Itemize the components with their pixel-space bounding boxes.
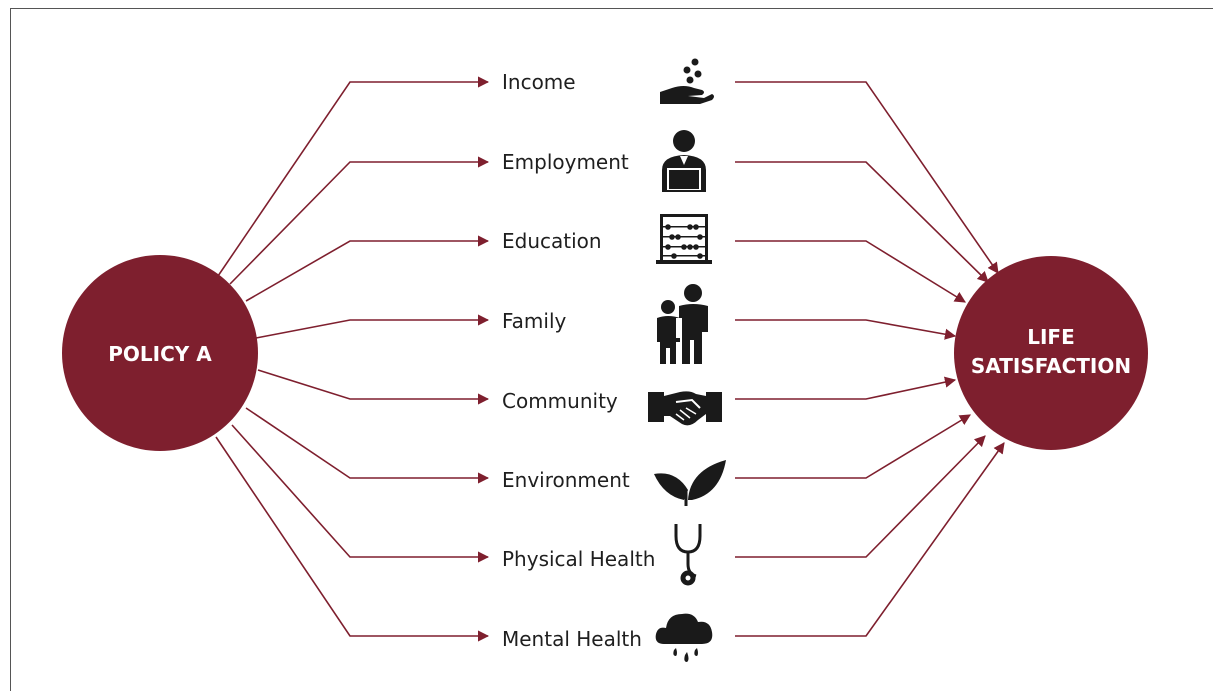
factor-label-income: Income (502, 70, 576, 94)
life-satisfaction-node: LIFE SATISFACTION (954, 256, 1148, 450)
arrow-policy-to-income (217, 76, 490, 277)
policy-a-label: POLICY A (108, 342, 212, 366)
arrow-policy-to-education (245, 235, 490, 302)
arrow-physical-health-to-life-satisfaction (735, 435, 986, 558)
arrow-mental-health-to-life-satisfaction (735, 442, 1005, 637)
hand-coins-icon (660, 58, 714, 104)
diagram-frame (10, 8, 1213, 691)
arrow-employment-to-life-satisfaction (735, 161, 989, 283)
arrow-environment-to-life-satisfaction (735, 414, 971, 479)
arrow-policy-to-family (255, 314, 490, 339)
arrow-policy-to-employment (229, 156, 490, 285)
factor-label-family: Family (502, 309, 567, 333)
leaves-icon (654, 460, 726, 506)
factor-label-mental-health: Mental Health (502, 627, 642, 651)
life-satisfaction-label-line1: LIFE (1027, 325, 1075, 349)
arrow-policy-to-mental-health (215, 436, 490, 642)
stethoscope-icon (674, 524, 702, 586)
rain-cloud-icon (655, 613, 713, 662)
factor-label-physical-health: Physical Health (502, 547, 655, 571)
arrow-community-to-life-satisfaction (735, 376, 957, 400)
factor-label-education: Education (502, 229, 602, 253)
life-satisfaction-label-line2: SATISFACTION (971, 354, 1131, 378)
arrow-income-to-life-satisfaction (735, 81, 999, 274)
arrow-education-to-life-satisfaction (735, 240, 966, 303)
arrow-policy-to-physical-health (231, 424, 490, 563)
handshake-icon (648, 391, 722, 426)
policy-a-node: POLICY A (62, 255, 258, 451)
arrow-policy-to-community (257, 369, 490, 405)
factor-label-employment: Employment (502, 150, 629, 174)
factor-label-environment: Environment (502, 468, 630, 492)
abacus-icon (656, 214, 712, 264)
connectors (215, 76, 1005, 642)
life-satisfaction-circle (954, 256, 1148, 450)
factor-labels: Income Employment Education Family Commu… (502, 70, 655, 651)
person-laptop-icon (662, 130, 706, 192)
factor-label-community: Community (502, 389, 618, 413)
family-icon (657, 284, 708, 364)
factor-icons (648, 58, 726, 662)
arrow-family-to-life-satisfaction (735, 319, 957, 340)
arrow-policy-to-environment (245, 407, 490, 484)
policy-a-circle (62, 255, 258, 451)
